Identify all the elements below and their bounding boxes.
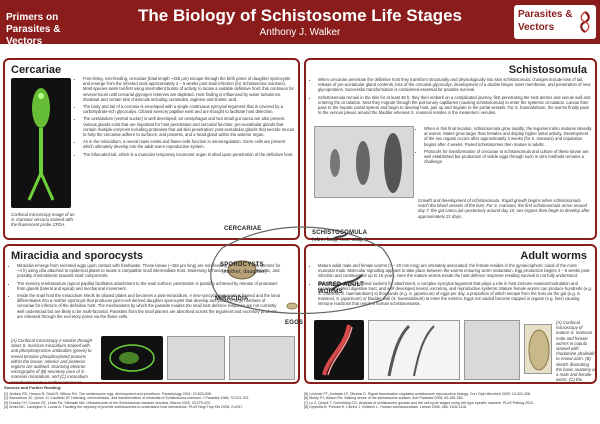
reference-item: [6] Skelly PJ, Wilson RA. Making sense o… (304, 396, 464, 401)
schistosomula-growth-icon (330, 133, 402, 193)
egg-cycle-icon (286, 302, 298, 310)
references-heading: Sources and Further Reading: (4, 385, 62, 390)
reference-item: [4] Jenks MC, Lavington S, Lucas A. Trac… (4, 405, 244, 410)
cycle-label-cercariae: CERCARIAE (224, 226, 262, 232)
cercariae-bullet: The bifurcated tail, which is a muscular… (83, 152, 295, 157)
adult-pair-cycle-icon (331, 274, 363, 291)
adult-worms-confocal-image (314, 320, 364, 380)
cycle-arrow-top (221, 226, 383, 249)
cycle-arrow-left (210, 247, 223, 301)
miracidia-bullet: Miracidia emerge from excreted eggs upon… (17, 263, 281, 279)
paired-worms-icon (322, 324, 353, 376)
schistosomula-panel: Schistosomula When cercariae penetrate t… (304, 58, 597, 240)
references: Sources and Further Reading: [1] Jenkins… (4, 385, 596, 422)
sporocyst-transform-micrograph (229, 336, 295, 380)
reference-item: [1] Jenkins RS, Hamon R, Stahl R, Wilson… (4, 392, 212, 396)
cercariae-title: Cercariae (11, 64, 62, 76)
reference-item: [8] Gryseels B, Polman K, Clerinx J, Kes… (304, 405, 467, 410)
tegument-micrograph (464, 320, 520, 380)
cercariae-bullet: As in the miracidium, a neural mass exis… (83, 139, 295, 149)
adult-caption: (A) Confocal microscopy of mature S. man… (556, 320, 596, 383)
cycle-arrow-right (381, 247, 394, 301)
snail-icon (227, 260, 257, 280)
egg-icon (528, 329, 550, 371)
cycle-label-sporocysts: SPOROCYSTS (220, 262, 264, 268)
cycle-label-miracidia: MIRACIDIA (215, 296, 249, 302)
cercaria-image (11, 78, 71, 208)
schistosomula-caption: Growth and development of schistosomula.… (418, 198, 590, 219)
schistosomula-bullet: When in this final location, schistosomu… (424, 126, 592, 147)
miracidia-bullet: The sensory terebratorium (apical papill… (17, 281, 281, 291)
cercariae-bullet: Free-living, non-feeding, cercariae (tot… (83, 76, 295, 102)
author-name: Anthony J. Walker (259, 27, 341, 38)
schistosomula-text-top: When cercariae penetrate the definitive … (312, 77, 592, 117)
cycle-label-eggs: EGGS (285, 320, 304, 326)
cycle-arrow-bottom (221, 299, 383, 315)
logo-text: Parasites & Vectors (518, 9, 573, 33)
schistosomula-micrograph (314, 126, 414, 198)
references-left: [1] Jenkins RS, Hamon R, Stahl R, Wilson… (4, 392, 294, 410)
cercariae-panel: Cercariae Confocal microscopy image of a… (3, 58, 300, 240)
journal-logo: Parasites & Vectors (514, 5, 596, 39)
miracidia-caption: (A) Confocal microscopy z-section throug… (11, 338, 92, 384)
miracidium-confocal-image (101, 336, 163, 380)
schistosomula-bullet: When cercariae penetrate the definitive … (318, 77, 592, 93)
miracidia-title: Miracidia and sporocysts (11, 250, 144, 262)
cycle-label-schistosomula: SCHISTOSOMULA (312, 230, 368, 236)
cercariae-text: Free-living, non-feeding, cercariae (tot… (77, 76, 295, 159)
page-title: The Biology of Schistosome Life Stages (138, 6, 462, 25)
logo-mark-icon (580, 11, 590, 33)
schistosomulum-cycle-icon (331, 233, 348, 241)
cycle-label-schistosomula-sub: (skin, lung, liver stage) (312, 237, 368, 243)
references-right: [5] LoVerde PT, Andrade LF, Oliveira G. … (304, 392, 594, 410)
header-banner: Primers on Parasites & Vectors The Biolo… (0, 0, 600, 47)
cercariae-caption: Confocal microscopy image of an S. manso… (11, 212, 75, 228)
reference-item: [7] Lu Z, Quack T, Grevelding CG. Analys… (304, 400, 535, 405)
cercariae-bullet: The body and tail of a cercaria is envel… (83, 104, 295, 114)
cycle-label-sporocysts-sub: (mother, daughter) (222, 269, 267, 275)
adult-worms-panel: Adult worms Mature adult male and female… (304, 244, 597, 384)
schistosomula-bullet: Schistosomula remain in the skin for at … (318, 95, 592, 116)
worm-anatomy-sketch (368, 320, 460, 380)
schistosomula-title: Schistosomula (508, 64, 587, 76)
adult-bullet: Mature adult male and female worms (7 – … (318, 263, 592, 279)
cercariae-bullet: The acetabulum (ventral sucker) is well … (83, 116, 295, 137)
adult-worms-title: Adult worms (520, 250, 587, 262)
egg-micrograph (524, 324, 552, 374)
cercaria-fluorescence-icon (27, 88, 55, 201)
worm-anatomy-icon (387, 324, 435, 377)
reference-item: [5] LoVerde PT, Andrade LF, Oliveira G. … (304, 392, 532, 396)
reference-item: [2] Samuelson JC, Quinn JJ, Caulfield JP… (4, 396, 250, 401)
life-cycle-diagram (210, 226, 394, 315)
miracidia-bullet: Inside the snail host the miracidium she… (17, 293, 281, 319)
reference-item: [3] Dorsey CH, Cousin CE, Lewis FA, Stir… (4, 400, 211, 405)
miracidia-text: Miracidia emerge from excreted eggs upon… (11, 263, 281, 321)
series-title: Primers on Parasites & Vectors (6, 12, 61, 47)
cycle-label-adult: PAIRED ADULT WORMS (318, 282, 364, 295)
secretory-pore-micrograph (167, 336, 225, 380)
schistosomula-text-bottom: When in this final location, schistosomu… (418, 126, 592, 166)
schistosomula-bullet: Protocols for transformation of cercaria… (424, 149, 592, 165)
miracidium-icon (109, 344, 155, 372)
